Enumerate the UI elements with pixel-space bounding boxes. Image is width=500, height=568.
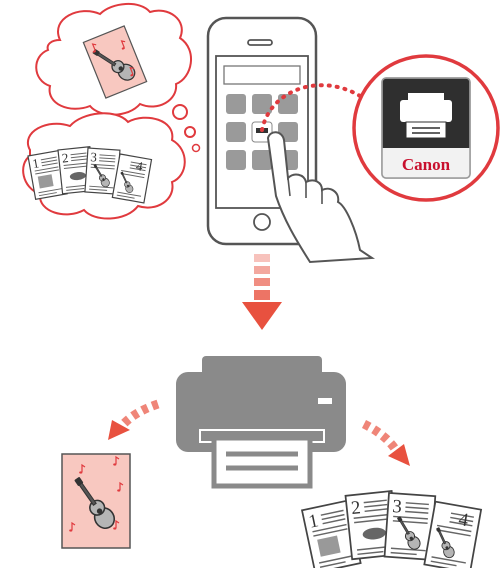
down-arrow-icon [242, 254, 282, 330]
page-number-3: 3 [90, 149, 98, 164]
printed-page-number-3: 3 [392, 496, 403, 518]
printed-page-number-2: 2 [350, 497, 362, 519]
printed-photo [62, 454, 130, 548]
canon-print-app-icon[interactable]: Canon [354, 56, 498, 200]
arrow-to-documents [364, 424, 410, 466]
app-brand-label: Canon [402, 155, 451, 174]
arrow-to-photo [108, 404, 158, 440]
printed-documents: 1 2 3 4 [302, 491, 481, 568]
thought-bubble-documents: 1 2 3 4 [23, 113, 185, 218]
printer-icon [176, 356, 346, 486]
